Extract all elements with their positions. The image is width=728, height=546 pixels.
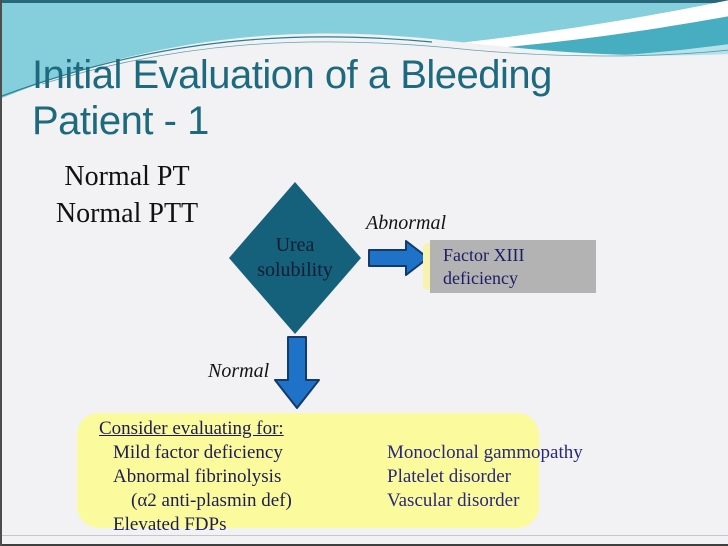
factor-xiii-line2: deficiency [443, 268, 518, 288]
normal-branch-label: Normal [208, 360, 270, 382]
list-item: Mild factor deficiency [113, 442, 283, 463]
factor-xiii-box: Factor XIII deficiency [430, 240, 596, 293]
consider-box [77, 413, 539, 528]
right-arrow-icon [368, 240, 429, 276]
diamond-label-line2: solubility [257, 259, 333, 281]
abnormal-branch-label: Abnormal [366, 212, 446, 234]
list-item: (α2 anti-plasmin def) [131, 490, 292, 511]
urea-solubility-diamond: Urea solubility [229, 182, 361, 334]
list-item: Elevated FDPs [113, 514, 227, 535]
list-item: Abnormal fibrinolysis [113, 466, 282, 487]
list-item: Monoclonal gammopathy [387, 442, 583, 463]
diamond-shape-icon [229, 182, 361, 334]
normal-ptt-label: Normal PTT [55, 198, 199, 229]
diamond-label-line1: Urea [275, 234, 315, 256]
slide-title-line1: Initial Evaluation of a Bleeding [32, 53, 552, 97]
consider-right-list: Monoclonal gammopathy Platelet disorder … [387, 441, 583, 513]
list-item: Platelet disorder [387, 466, 511, 487]
slide-title: Initial Evaluation of a Bleeding Patient… [32, 52, 712, 144]
list-item: Vascular disorder [387, 490, 520, 511]
slide-title-line2: Patient - 1 [32, 99, 209, 143]
consider-left-list: Consider evaluating for: Mild factor def… [99, 417, 292, 537]
top-banner-waves [2, 0, 728, 150]
bottom-rule [2, 535, 728, 536]
bottom-edge [2, 544, 728, 546]
normal-pt-label: Normal PT [64, 161, 190, 192]
factor-xiii-line1: Factor XIII [443, 245, 525, 265]
diamond-label: Urea solubility [229, 182, 361, 334]
pt-ptt-labels: Normal PT Normal PTT [20, 158, 234, 232]
down-arrow-icon [274, 336, 320, 409]
consider-heading: Consider evaluating for: [99, 418, 284, 439]
